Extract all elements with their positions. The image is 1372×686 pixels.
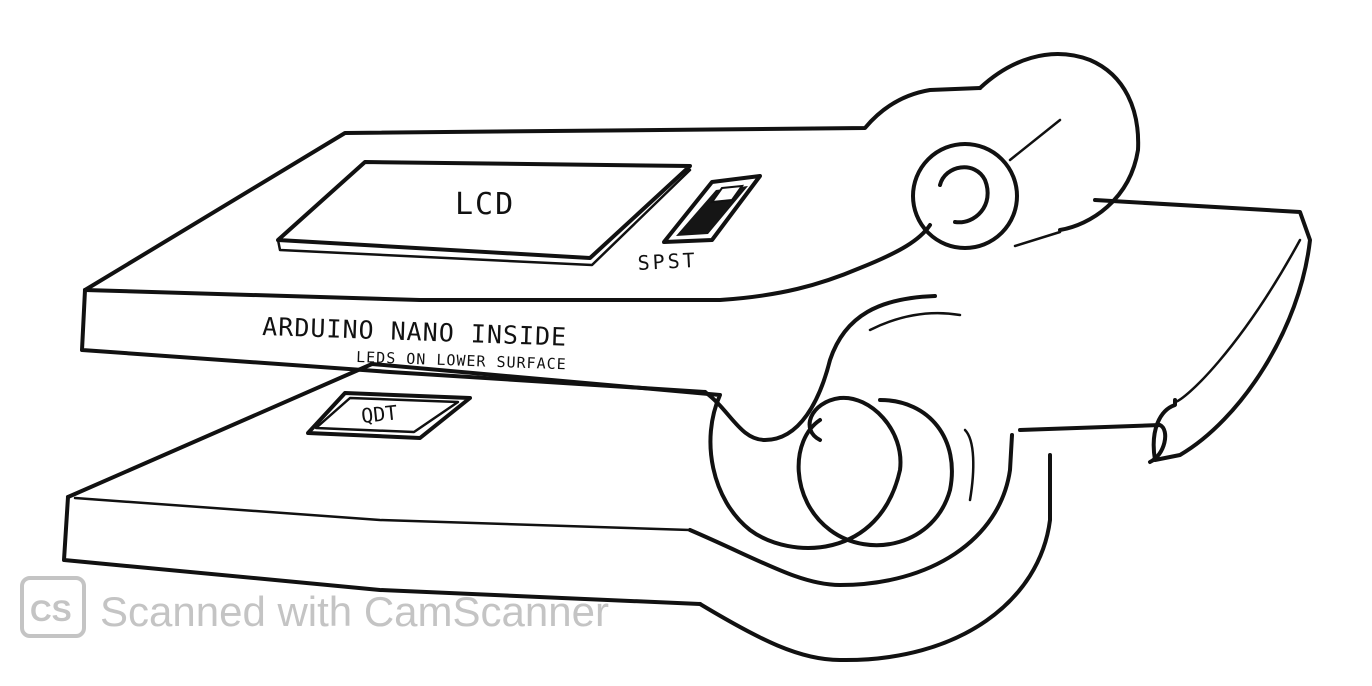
camscanner-logo-text: CS [30, 595, 72, 628]
leds-label: LEDS ON LOWER SURFACE [356, 348, 567, 373]
spst-label: SPST [637, 248, 698, 275]
spst-switch [664, 176, 760, 242]
camscanner-watermark: CS Scanned with CamScanner [22, 578, 609, 636]
hinge-roll [913, 54, 1138, 248]
upper-body [82, 88, 980, 440]
arduino-label: ARDUINO NANO INSIDE [262, 312, 568, 352]
rear-tongue [1020, 200, 1310, 462]
lcd-label: LCD [455, 187, 515, 222]
camscanner-text: Scanned with CamScanner [100, 588, 609, 635]
lower-box-label: QDT [360, 400, 398, 428]
